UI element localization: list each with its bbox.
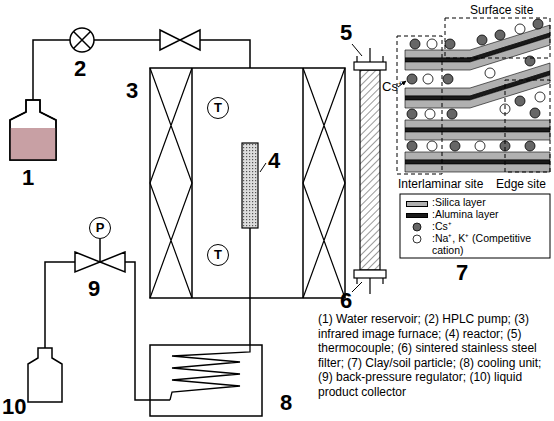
callout-number: 7 bbox=[456, 260, 468, 285]
cs-cation bbox=[530, 108, 540, 118]
fitting-line bbox=[357, 48, 383, 294]
water-reservoir bbox=[10, 100, 56, 160]
callout-number: 4 bbox=[268, 148, 280, 173]
thermocouple-symbol: T bbox=[207, 97, 229, 119]
sintered-filter bbox=[354, 270, 386, 278]
liquid-product-collector bbox=[28, 348, 62, 402]
site-label: Edge site bbox=[496, 177, 546, 191]
clay-layer bbox=[405, 160, 550, 164]
legend-box bbox=[400, 194, 550, 258]
legend-swatch bbox=[406, 201, 428, 207]
cs-cation bbox=[407, 109, 417, 119]
pipe bbox=[45, 262, 75, 348]
clay-layer bbox=[405, 132, 550, 140]
cs-cation bbox=[525, 141, 535, 151]
cs-cation bbox=[407, 74, 417, 84]
competitive-cation bbox=[425, 109, 435, 119]
callout-number: 5 bbox=[340, 20, 352, 45]
legend-swatch bbox=[406, 213, 428, 218]
cs-cation bbox=[443, 74, 453, 84]
hplc-pump bbox=[70, 28, 94, 52]
reservoir-outline bbox=[10, 100, 56, 160]
cs-legend-symbol bbox=[413, 223, 421, 231]
callout-number: 3 bbox=[126, 78, 138, 103]
infrared-image-furnace bbox=[150, 68, 345, 298]
callout-number: 9 bbox=[88, 276, 100, 301]
valve-symbol bbox=[160, 30, 200, 50]
cooling-unit bbox=[150, 345, 262, 416]
clay-layer bbox=[405, 128, 550, 132]
pipe bbox=[249, 228, 251, 345]
part-key-text: (1) Water reservoir; (2) HPLC pump; (3) … bbox=[318, 312, 552, 399]
legend-text: :Alumina layer bbox=[432, 208, 548, 220]
clay-layer bbox=[405, 164, 550, 172]
cs-cation bbox=[410, 39, 420, 49]
competitive-cation bbox=[475, 141, 485, 151]
cs-cation bbox=[447, 109, 457, 119]
reservoir-water bbox=[10, 128, 56, 160]
cs-cation bbox=[477, 35, 487, 45]
node-text: P bbox=[96, 221, 105, 235]
competitive-cation bbox=[515, 24, 525, 34]
site-box bbox=[397, 18, 550, 174]
clay-particle bbox=[405, 19, 550, 172]
pump-cross bbox=[74, 32, 91, 49]
pipe bbox=[125, 262, 170, 400]
callout-number: 10 bbox=[2, 394, 26, 419]
site-label: Interlaminar site bbox=[398, 177, 483, 191]
cs-cation bbox=[515, 96, 525, 106]
cs-cation bbox=[407, 141, 417, 151]
competitive-cation bbox=[535, 92, 545, 102]
reactor bbox=[242, 143, 258, 228]
reactor-zoom bbox=[360, 70, 380, 270]
cs-cation bbox=[533, 19, 543, 29]
competitive-cation-symbol bbox=[413, 235, 421, 243]
gauge-stem bbox=[99, 239, 101, 262]
competitive-cation bbox=[485, 68, 495, 78]
callout-number: 6 bbox=[340, 288, 352, 313]
clay-layer bbox=[405, 120, 550, 128]
lamp-cross bbox=[150, 68, 345, 298]
site-label: Surface site bbox=[470, 3, 533, 17]
pipe bbox=[33, 40, 70, 100]
cooling-coil bbox=[170, 345, 250, 400]
leader-line bbox=[352, 44, 362, 292]
callout-number: 2 bbox=[74, 56, 86, 81]
pressure-gauge: P bbox=[89, 217, 111, 239]
competitive-cation bbox=[423, 74, 433, 84]
legend-text: :Cs⁺ bbox=[432, 220, 548, 232]
cs-cation bbox=[445, 39, 455, 49]
furnace-wall bbox=[192, 68, 303, 298]
legend-text: :Na⁺, K⁺ (Competitive cation) bbox=[432, 232, 548, 256]
thermocouple-symbol: T bbox=[207, 244, 229, 266]
end-fitting bbox=[354, 62, 386, 70]
cs-cation bbox=[495, 30, 505, 40]
clay-layer bbox=[405, 152, 550, 160]
callout-number: 8 bbox=[280, 390, 292, 415]
leader-line bbox=[260, 163, 266, 172]
node-text: T bbox=[214, 248, 222, 262]
callout-number: 1 bbox=[22, 165, 34, 190]
legend-text: :Silica layer bbox=[432, 196, 548, 208]
competitive-cation bbox=[427, 141, 437, 151]
cs-cation bbox=[450, 141, 460, 151]
competitive-cation bbox=[427, 39, 437, 49]
node-text: T bbox=[214, 101, 222, 115]
cation-label: Cs⁺ bbox=[382, 79, 402, 94]
